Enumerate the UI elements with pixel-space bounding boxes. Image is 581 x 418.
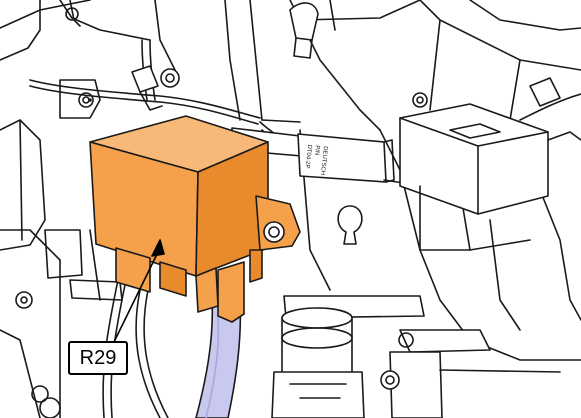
right-housing-box <box>399 103 581 251</box>
callout-leader <box>113 239 165 343</box>
left-fastener <box>88 98 92 102</box>
hose <box>195 299 242 418</box>
upper-clip <box>289 2 319 59</box>
bottom-left-fasteners <box>15 291 61 418</box>
upper-left-bracket <box>59 0 101 119</box>
keyhole-slot <box>337 205 363 245</box>
connector-text-line3: DT04-2P <box>304 144 312 169</box>
cable-tie-right <box>412 77 581 121</box>
connector-label: DEUTSCH P/N DT04-2P <box>304 144 328 175</box>
r29-callout-label: R29 <box>68 341 128 375</box>
cylinder-device <box>271 295 425 418</box>
cable-tie-top <box>131 65 180 111</box>
relay-r29 <box>89 115 301 323</box>
connector-text-line1: DEUTSCH <box>319 146 328 175</box>
left-side-housing <box>0 119 83 279</box>
bottom-right-bracket <box>380 329 561 418</box>
connector-text-line2: P/N <box>313 145 320 156</box>
